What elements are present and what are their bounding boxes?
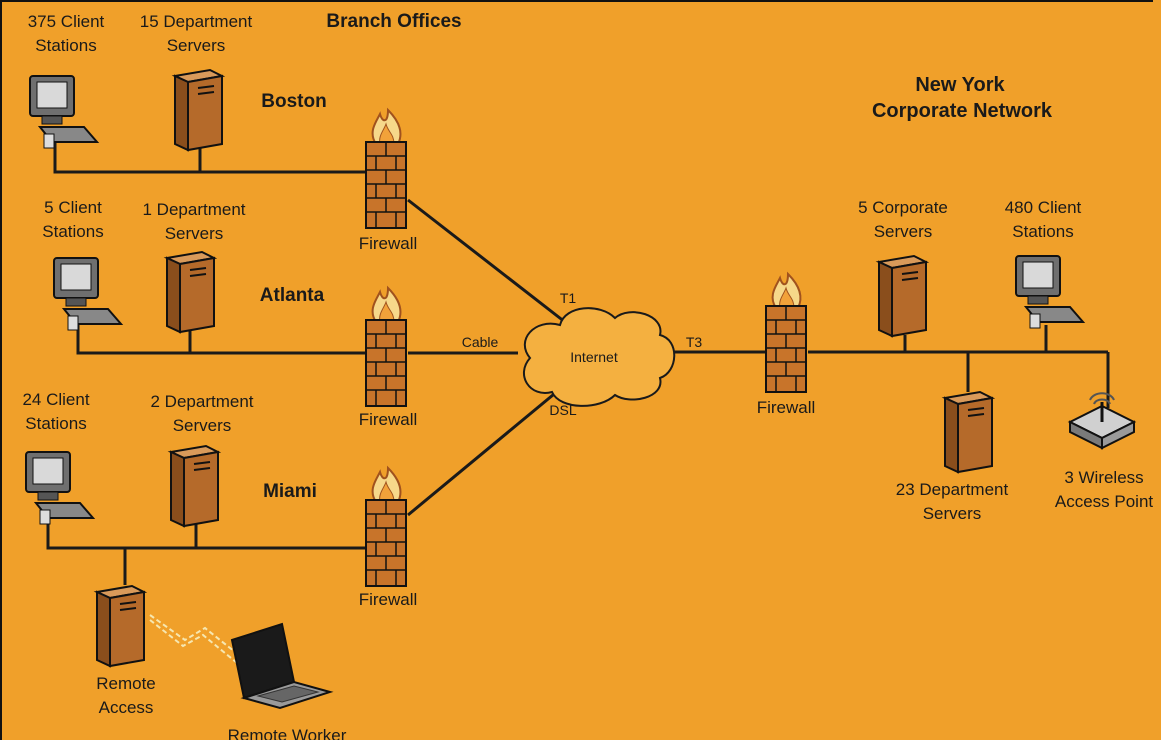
ny-wireless-label-line2: Access Point [1054, 492, 1154, 511]
ny-wireless-label-line1: 3 Wireless [1064, 468, 1144, 487]
cable-label: Cable [461, 334, 499, 350]
miami-name: Miami [263, 481, 317, 502]
remote-access-label-line2: Access [98, 698, 154, 717]
dsl-link [407, 383, 566, 517]
boston-lan-line [53, 135, 385, 174]
atlanta-server-icon [163, 250, 218, 334]
miami-servers-label-line2: Servers [172, 416, 232, 435]
internet-label: Internet [570, 349, 618, 365]
atlanta-clients-label-line1: 5 Client [44, 198, 102, 217]
atlanta-client-station-icon [53, 257, 124, 331]
boston-clients-label-line1: 375 Client [27, 12, 105, 31]
dsl-label: DSL [549, 402, 577, 418]
ny-department-server-icon [941, 390, 996, 474]
ny-firewall-icon [765, 271, 807, 393]
atlanta-servers-label-line1: 1 Department [142, 200, 246, 219]
miami-clients-label-line1: 24 Client [22, 390, 90, 409]
remote-worker-label: Remote Worker [227, 726, 347, 740]
ny-title-line1: New York [915, 74, 1005, 96]
miami-servers-label-line1: 2 Department [150, 392, 254, 411]
miami-firewall-icon [365, 465, 407, 587]
miami-clients-label-line2: Stations [25, 414, 87, 433]
internet-cloud-icon [523, 307, 676, 407]
boston-server-icon [171, 68, 226, 152]
atlanta-name: Atlanta [259, 285, 325, 306]
ny-firewall-label: Firewall [756, 398, 816, 417]
boston-client-station-icon [29, 75, 100, 149]
boston-servers-label-line1: 15 Department [139, 12, 253, 31]
t3-label: T3 [685, 334, 703, 350]
atlanta-servers-label-line2: Servers [164, 224, 224, 243]
diagram-title: Branch Offices [326, 11, 462, 32]
miami-server-icon [167, 444, 222, 528]
t1-label: T1 [559, 290, 577, 306]
ny-corporate-server-icon [875, 254, 930, 338]
ny-corporate-servers-label-line2: Servers [873, 222, 933, 241]
boston-firewall-icon [365, 107, 407, 229]
boston-clients-label-line2: Stations [35, 36, 97, 55]
laptop-icon [230, 622, 334, 710]
atlanta-firewall-icon [365, 285, 407, 407]
ny-clients-label-line1: 480 Client [1004, 198, 1082, 217]
t1-link [407, 198, 566, 324]
wireless-access-point-icon [1067, 392, 1137, 450]
ny-title-line2: Corporate Network [871, 100, 1053, 122]
atlanta-firewall-label: Firewall [358, 410, 418, 429]
remote-access-label-line1: Remote [96, 674, 156, 693]
ny-dept-servers-label-line1: 23 Department [895, 480, 1009, 499]
remote-wireless-link [149, 614, 246, 661]
miami-client-station-icon [25, 451, 96, 525]
ny-corporate-servers-label-line1: 5 Corporate [858, 198, 948, 217]
ny-clients-label-line2: Stations [1012, 222, 1074, 241]
atlanta-clients-label-line2: Stations [42, 222, 104, 241]
boston-servers-label-line2: Servers [166, 36, 226, 55]
miami-lan-line [46, 518, 385, 550]
ny-client-station-icon [1015, 255, 1086, 329]
remote-access-server-icon [93, 584, 148, 668]
miami-firewall-label: Firewall [358, 590, 418, 609]
ny-dept-servers-label-line2: Servers [922, 504, 982, 523]
atlanta-lan-line [76, 322, 385, 355]
boston-firewall-label: Firewall [358, 234, 418, 253]
boston-name: Boston [261, 91, 327, 112]
